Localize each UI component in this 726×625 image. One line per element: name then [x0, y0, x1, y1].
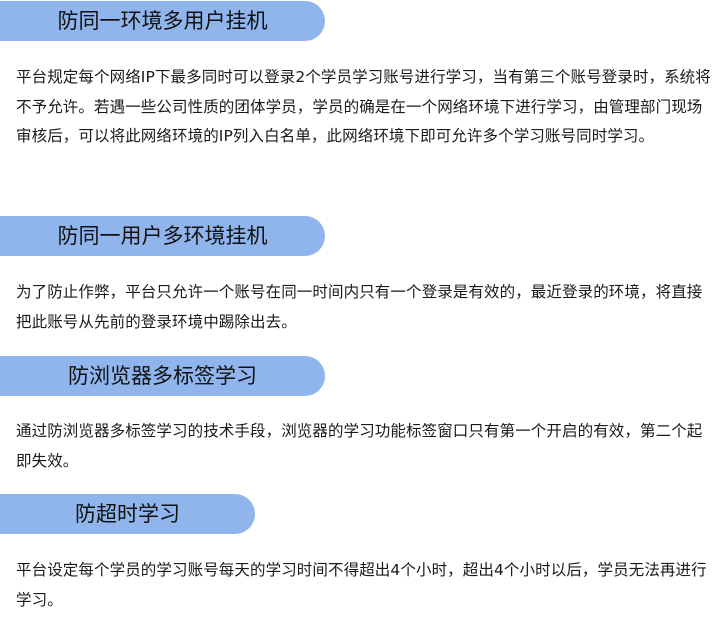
section-body-same-environment: 平台规定每个网络IP下最多同时可以登录2个学员学习账号进行学习，当有第三个账号登… — [16, 68, 711, 145]
section-body-same-user: 为了防止作弊，平台只允许一个账号在同一时间内只有一个登录是有效的，最近登录的环境… — [16, 283, 703, 331]
section-heading-overtime: 防超时学习 — [0, 494, 255, 534]
section-body-browser-tabs: 通过防浏览器多标签学习的技术手段，浏览器的学习功能标签窗口只有第一个开启的有效，… — [16, 422, 703, 470]
section-heading-same-environment: 防同一环境多用户挂机 — [0, 1, 325, 41]
section-heading-browser-tabs: 防浏览器多标签学习 — [0, 356, 325, 396]
section-body-overtime: 平台设定每个学员的学习账号每天的学习时间不得超出4个小时，超出4个小时以后，学员… — [16, 561, 707, 609]
section-heading-same-user: 防同一用户多环境挂机 — [0, 216, 325, 256]
